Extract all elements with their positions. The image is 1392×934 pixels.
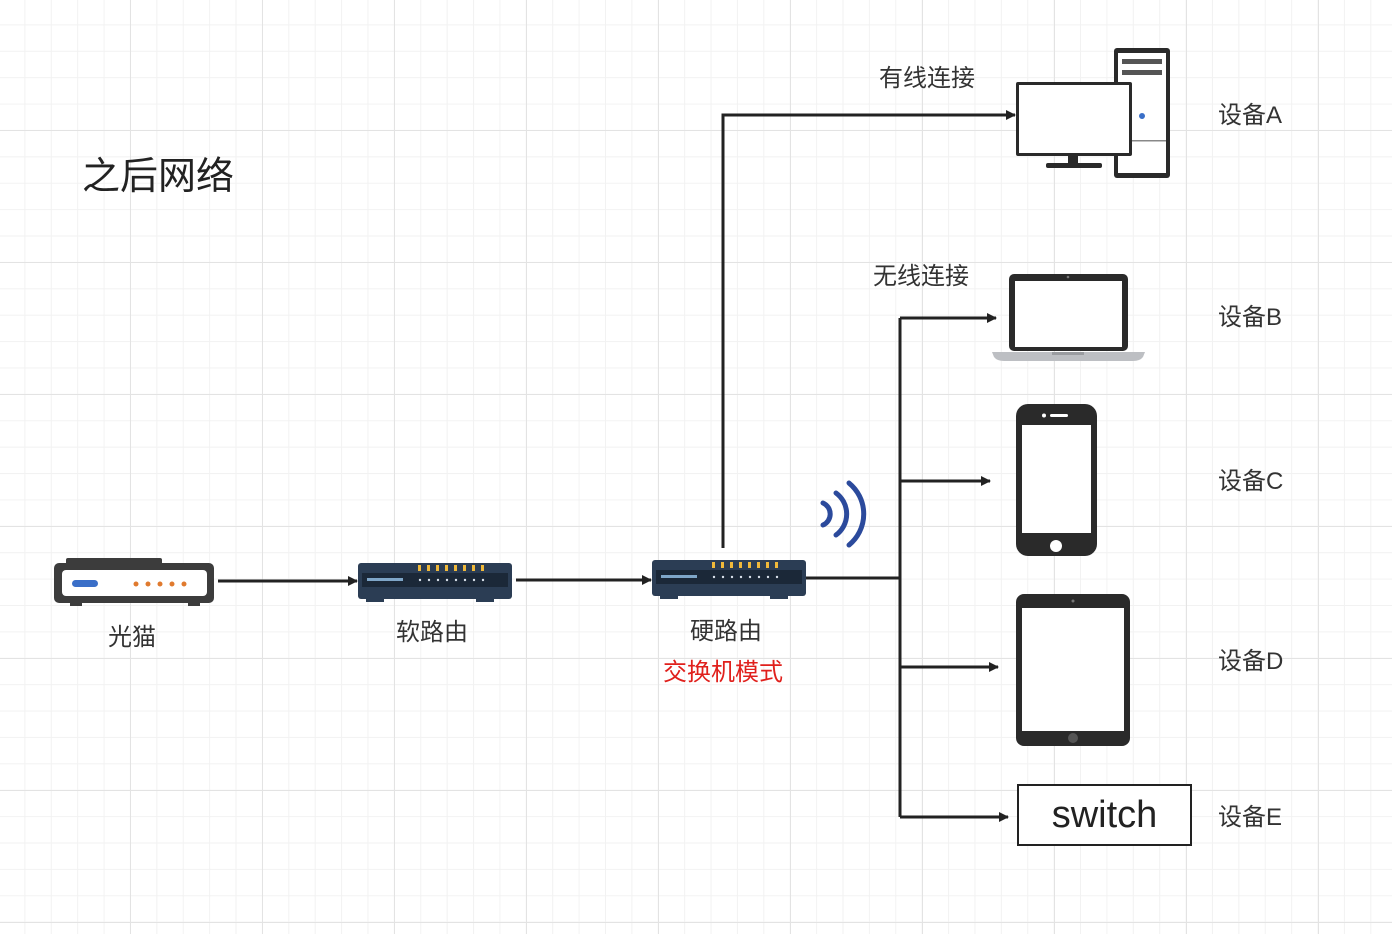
device-b-label: 设备B: [1218, 304, 1283, 331]
smartphone-icon: [1016, 404, 1097, 556]
modem-label: 光猫: [108, 624, 156, 651]
device-e-label: 设备E: [1218, 804, 1283, 831]
hard-router-mode-label: 交换机模式: [663, 659, 783, 686]
device-c-label: 设备C: [1218, 468, 1284, 495]
soft-router-icon: [358, 563, 512, 602]
desktop-computer-icon: [1016, 48, 1170, 178]
wired-connection-arrow: [721, 110, 1016, 548]
wifi-signal-icon: [820, 480, 867, 548]
switch-box: switch: [1017, 784, 1192, 846]
hard-router-icon: [652, 560, 806, 599]
connection-lines: [218, 110, 1016, 822]
wired-connection-label: 有线连接: [879, 65, 975, 92]
switch-label: switch: [1051, 793, 1158, 836]
laptop-icon: [992, 274, 1145, 361]
wireless-connection-label: 无线连接: [873, 263, 969, 290]
page-title: 之后网络: [82, 156, 235, 198]
tablet-icon: [1016, 594, 1130, 746]
device-a-label: 设备A: [1218, 102, 1283, 129]
hard-router-label: 硬路由: [690, 618, 762, 645]
soft-router-label: 软路由: [396, 619, 468, 646]
device-d-label: 设备D: [1218, 648, 1284, 675]
modem-icon: [54, 558, 214, 606]
